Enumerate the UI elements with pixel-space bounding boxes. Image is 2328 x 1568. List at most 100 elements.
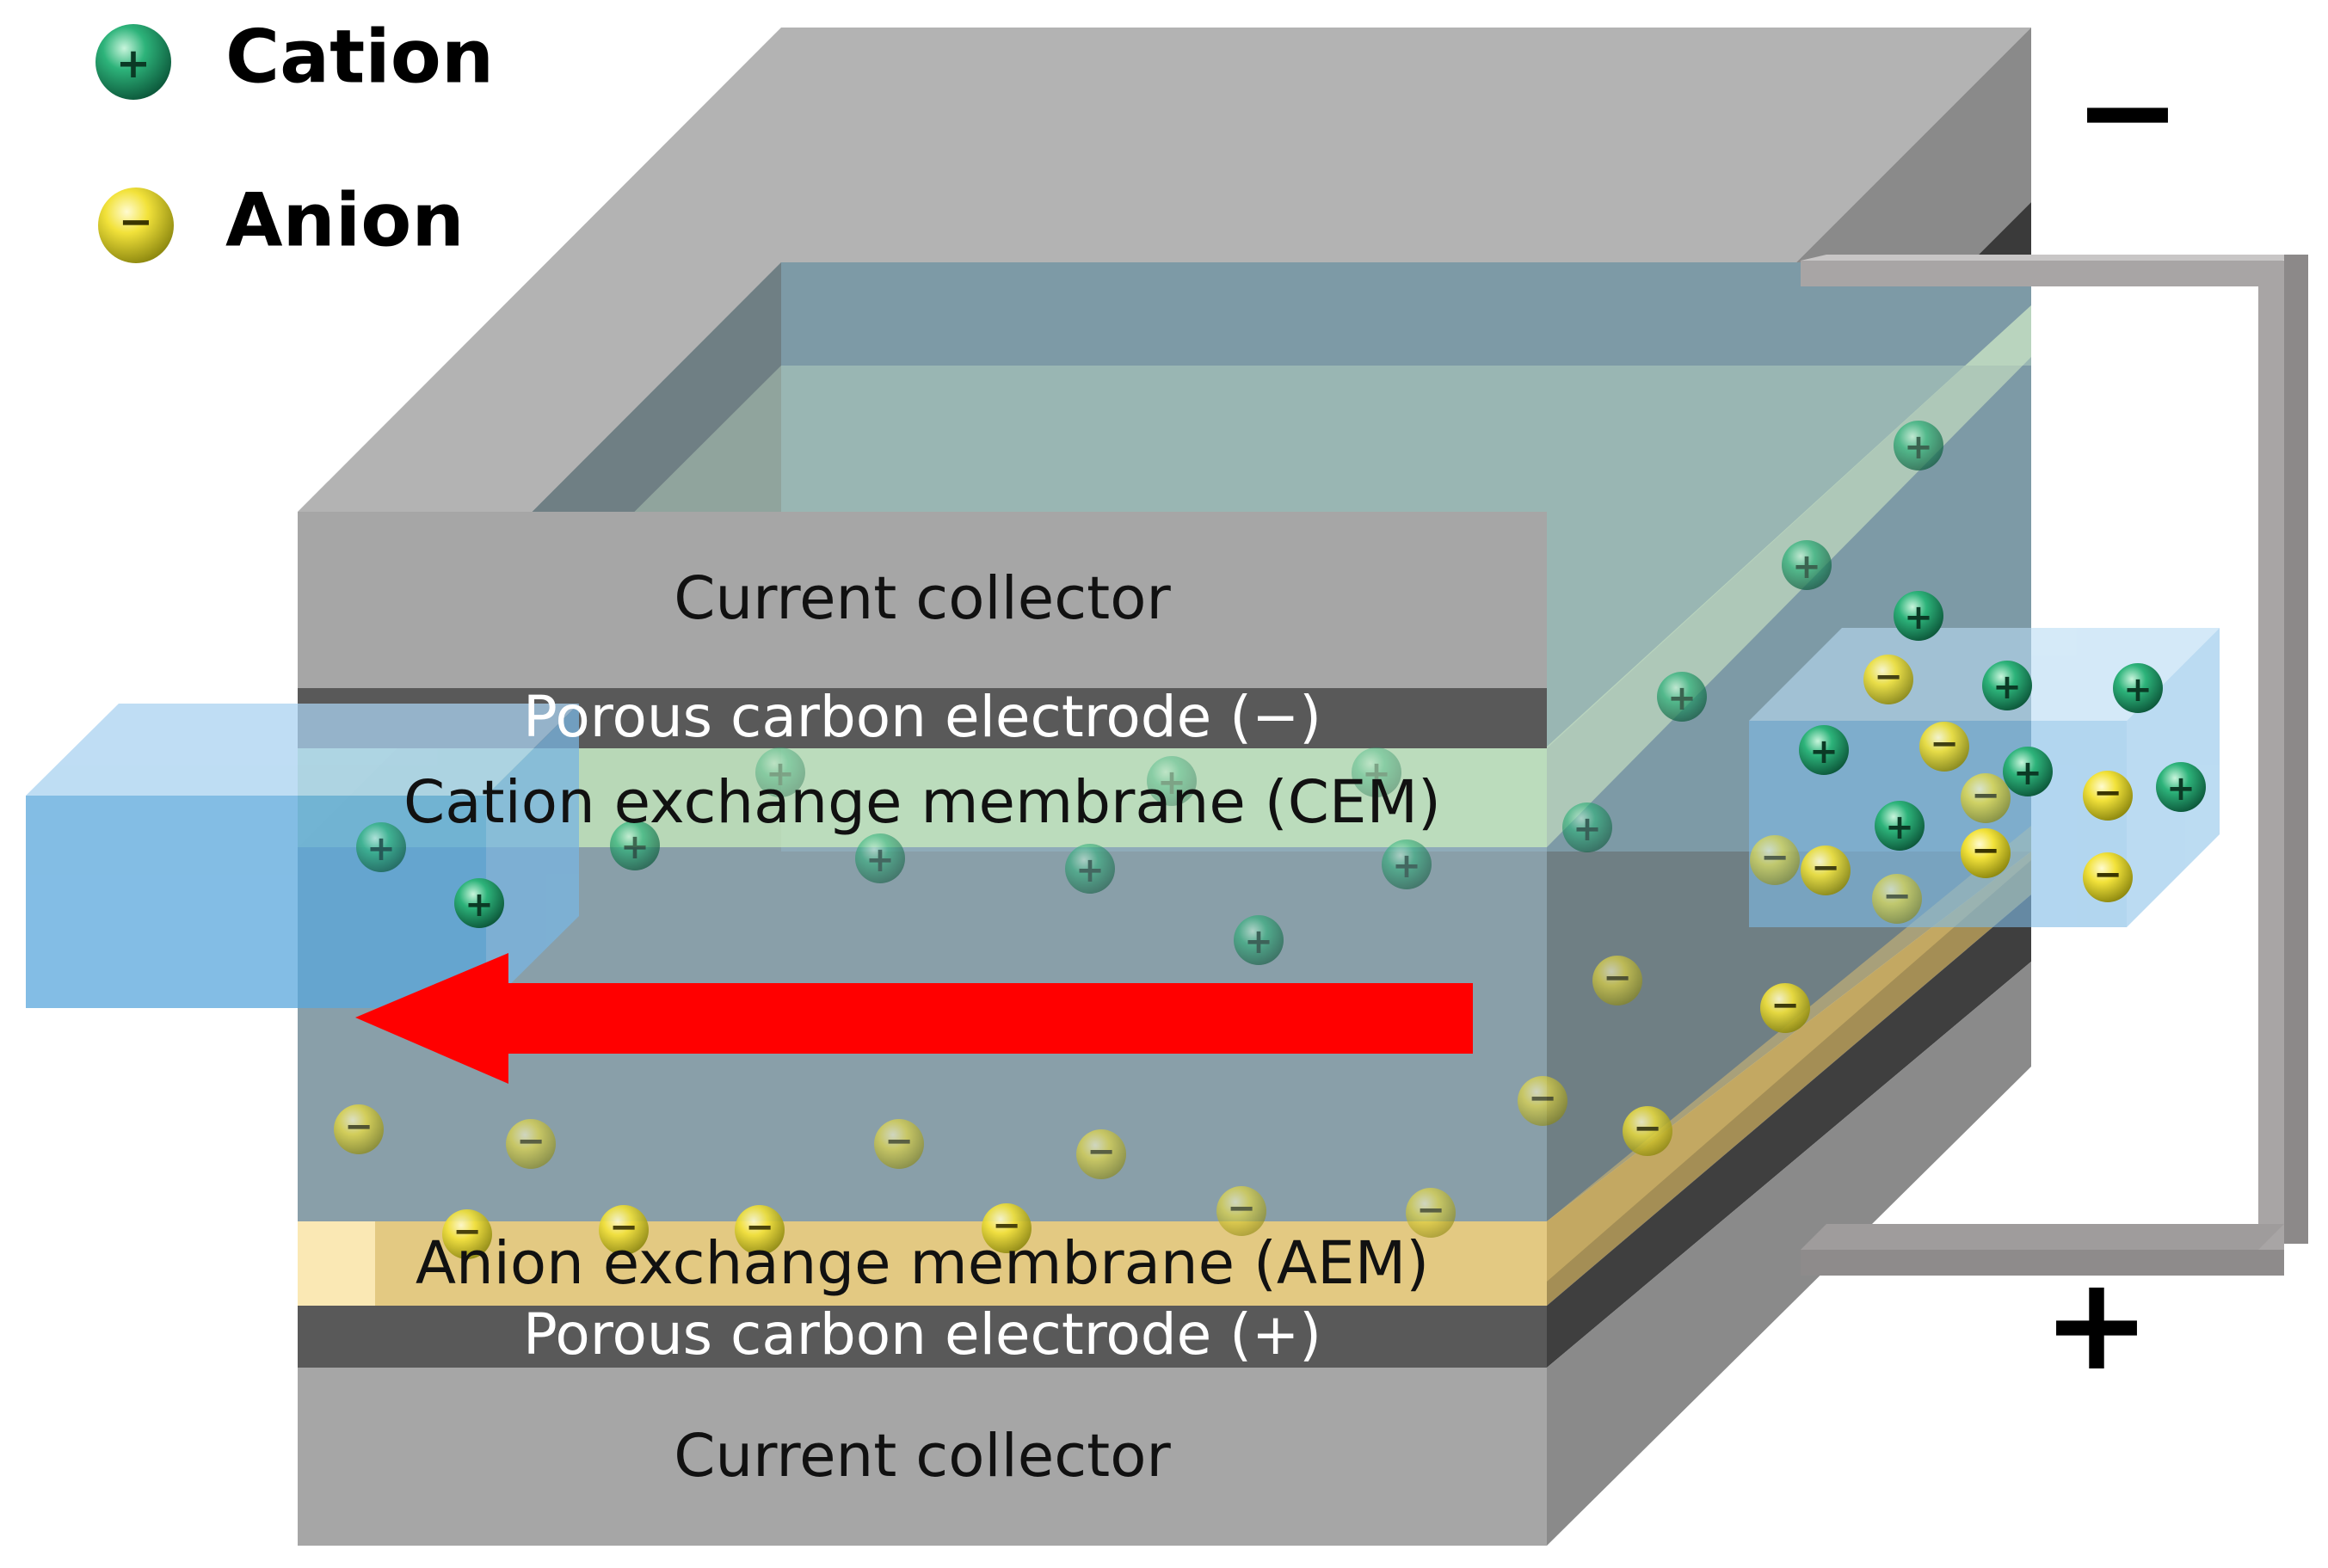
anion-symbol: − — [1227, 1189, 1256, 1228]
cation-icon: + — [1657, 672, 1707, 722]
anion-ball — [599, 1205, 649, 1255]
cation-icon: + — [1234, 915, 1284, 965]
anion-symbol: − — [992, 1206, 1021, 1245]
anion-ball — [735, 1205, 785, 1255]
bottom-collector-front — [298, 1368, 1547, 1546]
anion-icon: − — [982, 1203, 1032, 1253]
cation-symbol: + — [1904, 598, 1933, 637]
cation-ball — [1352, 747, 1401, 797]
cation-ball — [1875, 801, 1925, 851]
cation-symbol: + — [1792, 547, 1821, 587]
cation-icon: + — [1894, 591, 1943, 641]
cation-icon: + — [1799, 725, 1849, 775]
anion-ball — [1961, 773, 2011, 823]
cation-symbol: + — [1362, 754, 1391, 794]
anion-ball — [334, 1104, 384, 1154]
cation-ball — [454, 878, 504, 928]
anion-icon: − — [442, 1209, 492, 1259]
anion-icon: − — [1863, 655, 1913, 704]
negative-terminal-sign: − — [2073, 37, 2182, 187]
cation-icon: + — [1894, 421, 1943, 470]
cation-ball — [755, 747, 805, 797]
cation-ball — [1982, 661, 2032, 710]
anion-icon-symbol: − — [119, 198, 153, 246]
flow-direction-arrow — [355, 953, 1473, 1084]
anion-icon: − — [334, 1104, 384, 1154]
bottom-collector-label: Current collector — [674, 1422, 1171, 1491]
anion-icon: − — [1076, 1129, 1126, 1179]
anion-ball — [1750, 835, 1800, 885]
cation-symbol: + — [465, 885, 494, 925]
anion-ball — [1872, 874, 1922, 924]
cation-ball — [1657, 672, 1707, 722]
anion-ball — [1406, 1188, 1456, 1238]
anion-ball — [1919, 722, 1969, 772]
cation-symbol: + — [1992, 667, 2022, 707]
anion-symbol: − — [1771, 986, 1800, 1025]
anion-ball — [506, 1119, 556, 1169]
outlet-top — [26, 704, 579, 796]
cation-symbol: + — [366, 829, 396, 869]
wire-vertical — [2258, 261, 2284, 1250]
anion-symbol: − — [1811, 848, 1840, 888]
legend: + Cation − Anion — [95, 14, 494, 263]
cation-ball — [2003, 747, 2053, 796]
anion-ball — [1076, 1129, 1126, 1179]
anion-ball — [1623, 1106, 1672, 1156]
anion-symbol: − — [2093, 855, 2122, 895]
cation-icon: + — [1875, 801, 1925, 851]
cation-icon: + — [1782, 540, 1832, 590]
positive-electrode-label: Porous carbon electrode (+) — [523, 1301, 1321, 1368]
cation-icon: + — [755, 747, 805, 797]
cation-symbol: + — [2123, 670, 2152, 710]
anion-icon: − — [1919, 722, 1969, 772]
cation-symbol: + — [1667, 679, 1697, 718]
top-collector-label: Current collector — [674, 564, 1171, 633]
outlet-front — [26, 796, 486, 1008]
cation-ball — [2156, 762, 2206, 812]
cation-ball — [1147, 756, 1197, 806]
negative-electrode-label: Porous carbon electrode (−) — [523, 684, 1321, 750]
external-circuit — [1801, 255, 2308, 1276]
anion-icon — [98, 188, 174, 263]
wire-top — [1801, 261, 2282, 286]
cation-symbol: + — [1885, 808, 1914, 847]
cation-symbol: + — [2013, 753, 2042, 793]
aem-label: Anion exchange membrane (AEM) — [416, 1229, 1429, 1298]
anion-icon: − — [1406, 1188, 1456, 1238]
cation-ball — [1382, 839, 1432, 889]
aem-slant-strip — [1547, 826, 2031, 1282]
cation-symbol: + — [2166, 769, 2196, 809]
cation-symbol: + — [1244, 922, 1273, 962]
cation-symbol: + — [865, 840, 895, 880]
cation-symbol: + — [1809, 732, 1838, 772]
cation-icon: + — [1982, 661, 2032, 710]
cation-ball — [855, 833, 905, 883]
anion-icon: − — [1216, 1186, 1266, 1236]
inlet-top — [1749, 628, 2220, 721]
anion-ball — [442, 1209, 492, 1259]
anion-icon: − — [1961, 773, 2011, 823]
anion-symbol: − — [344, 1107, 373, 1147]
cation-ball — [1782, 540, 1832, 590]
cation-icon: + — [1147, 756, 1197, 806]
water-outlet-block — [26, 704, 579, 1008]
anion-icon: − — [735, 1205, 785, 1255]
anion-symbol: − — [745, 1208, 774, 1247]
anion-symbol: − — [1874, 657, 1903, 697]
anion-symbol: − — [1633, 1109, 1662, 1148]
cation-ball — [1894, 421, 1943, 470]
cation-ball — [1562, 802, 1612, 852]
cation-icon: + — [454, 878, 504, 928]
anion-ball — [874, 1119, 924, 1169]
cation-ball — [356, 822, 406, 872]
positive-electrode-front — [298, 1306, 1547, 1368]
cation-icon-symbol: + — [116, 40, 151, 88]
legend-anion-label: Anion — [225, 177, 465, 263]
anion-ball — [2083, 771, 2133, 821]
anion-symbol: − — [884, 1122, 914, 1161]
anion-symbol: − — [1603, 958, 1632, 998]
anion-symbol: − — [609, 1208, 638, 1247]
cation-icon: + — [2003, 747, 2053, 796]
